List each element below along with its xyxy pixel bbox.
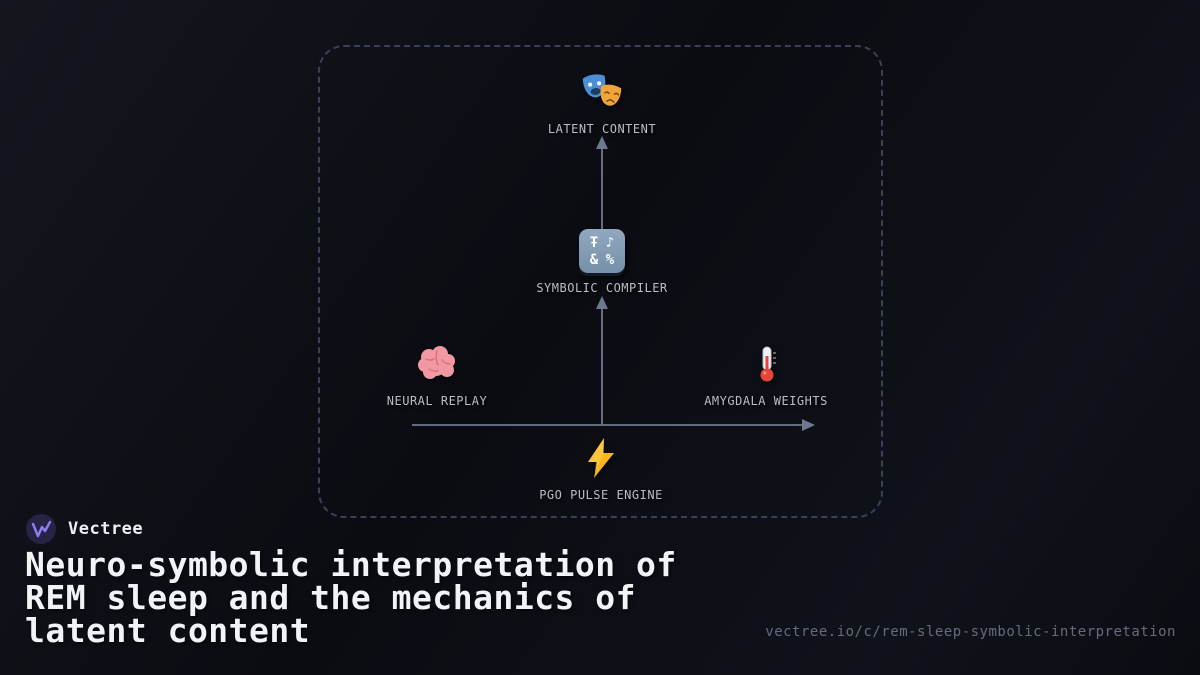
brand-row: Vectree	[26, 514, 143, 544]
node-neural-replay: NEURAL REPLAY	[317, 342, 557, 408]
node-label-symbolic-compiler: SYMBOLIC COMPILER	[536, 281, 668, 295]
page-url: vectree.io/c/rem-sleep-symbolic-interpre…	[765, 624, 1176, 640]
vectree-mark-icon	[31, 520, 52, 538]
compiler-glyph: %	[605, 251, 615, 268]
brand-name: Vectree	[68, 519, 144, 539]
vectree-logo	[26, 514, 56, 544]
diagram-frame: LATENT CONTENT Ŧ ♪ & % SYMBOLIC COMPILER	[318, 45, 883, 518]
arrow-pulse-to-compiler	[596, 296, 608, 425]
node-label-neural-replay: NEURAL REPLAY	[386, 394, 488, 408]
node-label-latent-content: LATENT CONTENT	[547, 122, 657, 136]
node-amygdala-weights: AMYGDALA WEIGHTS	[646, 342, 886, 408]
compiler-glyph: ♪	[605, 234, 615, 251]
diagram-arrows	[412, 136, 815, 431]
compiler-glyph: &	[589, 251, 599, 268]
arrow-replay-to-amygdala	[412, 419, 815, 431]
input-symbols-icon: Ŧ ♪ & %	[579, 229, 625, 273]
node-latent-content: LATENT CONTENT	[482, 70, 722, 136]
node-pgo-pulse-engine: PGO PULSE ENGINE	[481, 436, 721, 502]
node-label-amygdala-weights: AMYGDALA WEIGHTS	[704, 394, 828, 408]
node-symbolic-compiler: Ŧ ♪ & % SYMBOLIC COMPILER	[482, 229, 722, 295]
thermometer-icon	[760, 346, 776, 382]
theater-masks-icon	[582, 74, 622, 106]
page-title: Neuro-symbolic interpretation of REM sle…	[25, 545, 677, 650]
lightning-bolt-icon	[588, 438, 614, 478]
node-label-pgo-pulse-engine: PGO PULSE ENGINE	[539, 488, 663, 502]
compiler-glyph: Ŧ	[589, 234, 599, 251]
brain-icon	[418, 346, 455, 379]
arrow-compiler-to-latent	[596, 136, 608, 229]
